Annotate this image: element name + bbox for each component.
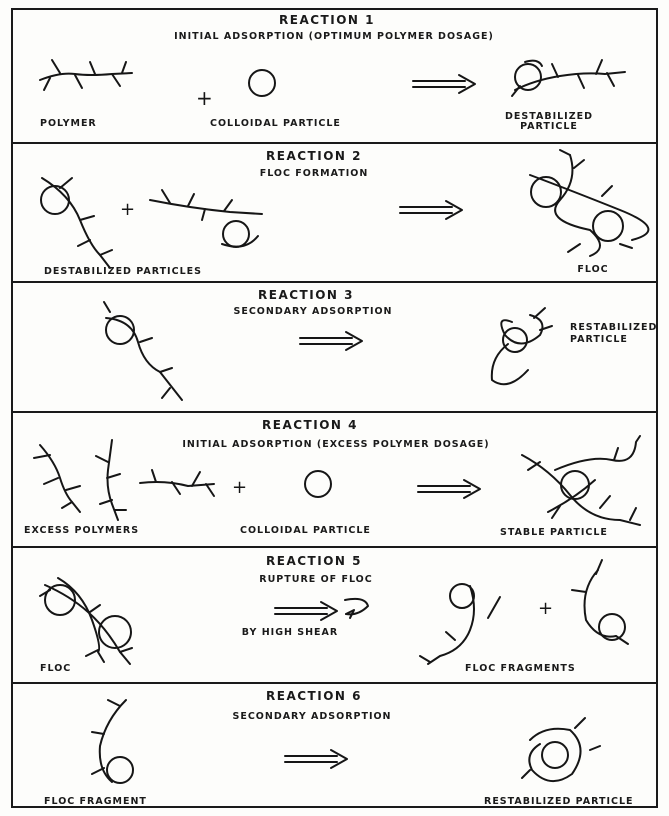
r3-arrow xyxy=(300,332,362,350)
r1-arrow xyxy=(413,75,475,93)
r4-excess-polymer-c xyxy=(140,470,214,496)
r5-product-label: FLOC FRAGMENTS xyxy=(465,663,576,674)
r5-subtitle-2: BY HIGH SHEAR xyxy=(242,627,338,638)
r4-arrow xyxy=(418,480,480,498)
r5-arrow xyxy=(275,602,337,620)
r2-title: REACTION 2 xyxy=(266,149,362,163)
r1-title: REACTION 1 xyxy=(279,13,375,27)
r6-reactant-label: FLOC FRAGMENT xyxy=(44,796,147,807)
r1-product-label-line2: PARTICLE xyxy=(520,121,578,132)
r3-product-label-line1: RESTABILIZED xyxy=(570,322,657,333)
r1-polymer-chain xyxy=(40,60,132,90)
r4-excess-polymer-b xyxy=(96,440,126,520)
r4-colloidal-particle xyxy=(305,471,331,497)
r3-title: REACTION 3 xyxy=(258,288,354,302)
r1-colloid-label: COLLOIDAL PARTICLE xyxy=(210,118,341,129)
r6-floc-fragment xyxy=(92,700,133,783)
r5-title: REACTION 5 xyxy=(266,554,362,568)
r2-destabilized-particle-b xyxy=(150,190,262,247)
r5-floc xyxy=(40,578,132,664)
r2-destabilized-particle-a xyxy=(41,178,112,268)
r5-subtitle: RUPTURE OF FLOC xyxy=(259,574,372,585)
r1-plus-sign: + xyxy=(196,86,213,110)
r5-reactant-label: FLOC xyxy=(40,663,71,674)
r2-arrow xyxy=(400,201,462,219)
r3-product-label-line2: PARTICLE xyxy=(570,334,628,345)
r1-colloidal-particle xyxy=(249,70,275,96)
r2-reactants-label: DESTABILIZED PARTICLES xyxy=(44,266,202,277)
r5-plus-sign: + xyxy=(538,598,553,619)
r1-destabilized-particle xyxy=(512,60,625,96)
r1-subtitle: INITIAL ADSORPTION (OPTIMUM POLYMER DOSA… xyxy=(174,31,494,42)
r6-restabilized-particle xyxy=(522,718,600,781)
r4-polymers-label: EXCESS POLYMERS xyxy=(24,525,139,536)
r6-arrow xyxy=(285,750,347,768)
r2-floc xyxy=(530,150,648,256)
r2-plus-sign: + xyxy=(120,199,135,220)
r3-destabilized-particle xyxy=(104,302,182,400)
r5-floc-fragment-b xyxy=(572,560,628,644)
r4-colloid-label: COLLOIDAL PARTICLE xyxy=(240,525,371,536)
r3-restabilized-particle xyxy=(492,308,552,384)
r3-subtitle: SECONDARY ADSORPTION xyxy=(233,306,392,317)
r2-subtitle: FLOC FORMATION xyxy=(260,168,369,179)
r1-polymer-label: POLYMER xyxy=(40,118,97,129)
r2-product-label: FLOC xyxy=(577,264,608,275)
r5-floc-fragment-a xyxy=(420,584,500,664)
r4-stable-particle xyxy=(522,436,640,525)
r4-excess-polymer-a xyxy=(34,445,80,512)
r6-product-label: RESTABILIZED PARTICLE xyxy=(484,796,634,807)
r4-subtitle: INITIAL ADSORPTION (EXCESS POLYMER DOSAG… xyxy=(182,439,489,450)
r4-product-label: STABLE PARTICLE xyxy=(500,527,608,538)
r6-subtitle: SECONDARY ADSORPTION xyxy=(232,711,391,722)
r6-title: REACTION 6 xyxy=(266,689,362,703)
r4-plus-sign: + xyxy=(232,477,247,498)
r4-title: REACTION 4 xyxy=(262,418,358,432)
